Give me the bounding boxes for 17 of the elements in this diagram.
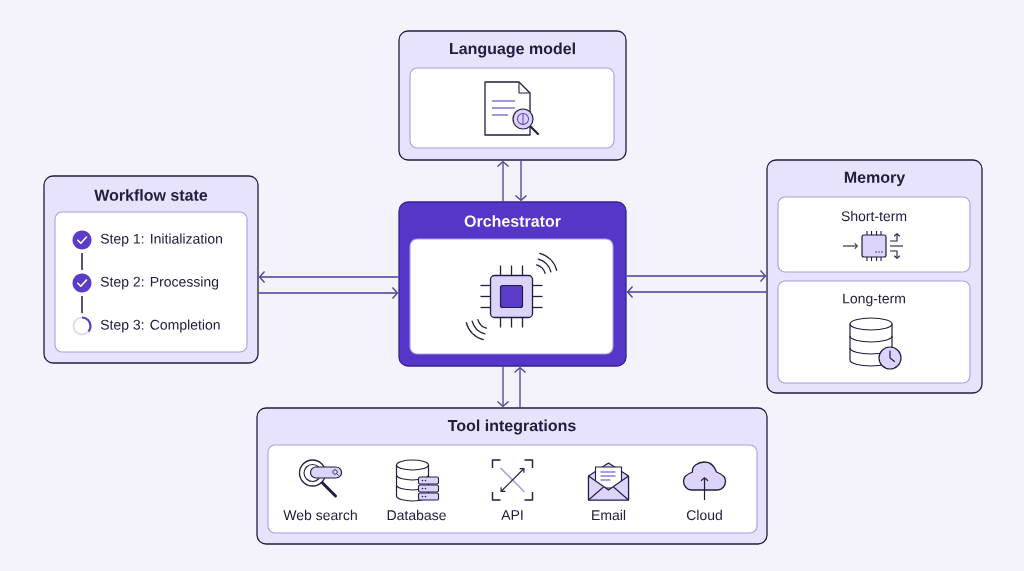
arrow bbox=[514, 160, 528, 202]
tool-label: API bbox=[501, 510, 523, 520]
memory-card: Short-term bbox=[777, 196, 971, 273]
arrow bbox=[626, 269, 767, 283]
arrow bbox=[513, 366, 527, 408]
arrow bbox=[626, 285, 767, 299]
step-label: Step 1: Initialization bbox=[100, 233, 222, 247]
tool-label: Cloud bbox=[686, 509, 722, 521]
step-label: Step 3: Completion bbox=[100, 319, 220, 333]
tool-label: Database bbox=[387, 509, 446, 521]
arrow bbox=[496, 160, 510, 202]
step-label: Step 2: Processing bbox=[100, 276, 219, 290]
arrow bbox=[258, 270, 399, 284]
arrow bbox=[496, 366, 510, 408]
arrow bbox=[258, 286, 399, 300]
tool-label: Web search bbox=[283, 509, 357, 521]
tool-label: Email bbox=[592, 509, 626, 521]
